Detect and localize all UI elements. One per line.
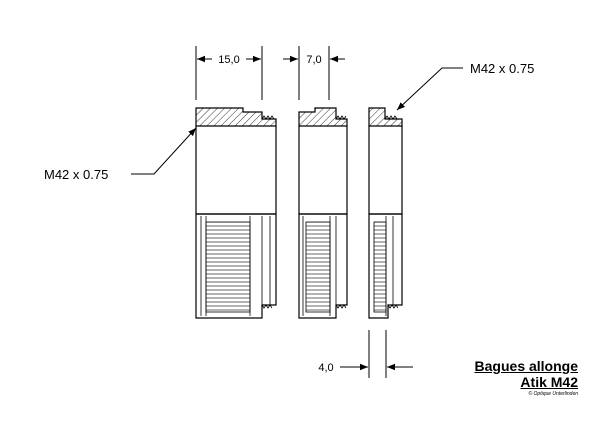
ring3-thread-section [368,107,403,127]
title-line-1: Bagues allonge [474,358,578,374]
dimension-4mm [340,330,413,378]
extension-ring-7mm [298,107,348,319]
thread-callout-left [131,127,197,175]
ring1-thread-teeth [261,115,275,120]
dimension-7mm-label: 7,0 [306,54,321,66]
dimension-15mm [195,46,263,100]
dimension-7mm [283,46,345,100]
thread-callout-left-label: M42 x 0.75 [44,167,108,182]
ring2-thread-section [298,107,348,127]
thread-callout-right [396,67,463,111]
dimension-4mm-label: 4,0 [318,362,333,374]
title-line-2: Atik M42 [520,374,578,390]
ring1-thread-section [195,107,277,127]
extension-ring-4mm [368,107,403,319]
extension-ring-15mm [195,107,277,319]
copyright-note: © Optique Unterlinden [528,391,578,397]
title-block: Bagues allonge Atik M42 © Optique Unterl… [475,358,578,397]
dimension-15mm-label: 15,0 [218,54,239,66]
thread-callout-right-label: M42 x 0.75 [470,61,534,76]
